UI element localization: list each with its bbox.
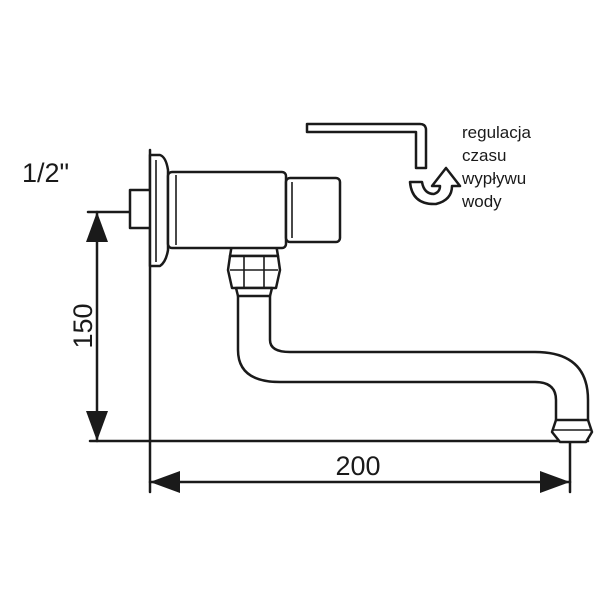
height-dimension: 150 xyxy=(68,210,152,443)
valve-body xyxy=(166,170,288,250)
note-line-1: regulacja xyxy=(462,123,532,142)
rotation-arrow-icon xyxy=(408,166,462,206)
note-line-2: czasu xyxy=(462,146,506,165)
thread-size-label: 1/2" xyxy=(22,158,69,188)
height-dimension-label: 150 xyxy=(68,303,98,348)
hex-key-icon xyxy=(305,122,428,170)
aerator-nozzle xyxy=(550,418,594,444)
width-dimension-label: 200 xyxy=(335,451,380,481)
arrow-up-icon xyxy=(86,212,108,242)
note-line-3: wypływu xyxy=(461,169,526,188)
arrow-left-icon xyxy=(150,471,180,493)
push-button xyxy=(284,176,342,244)
width-dimension: 200 xyxy=(148,451,572,493)
note-line-4: wody xyxy=(461,192,502,211)
arrow-down-icon xyxy=(86,411,108,441)
wall-flange xyxy=(128,153,170,268)
arrow-right-icon xyxy=(540,471,570,493)
adjustment-note: regulacja czasu wypływu wody xyxy=(461,123,532,211)
swivel-nut xyxy=(226,238,282,298)
spout xyxy=(236,288,594,444)
